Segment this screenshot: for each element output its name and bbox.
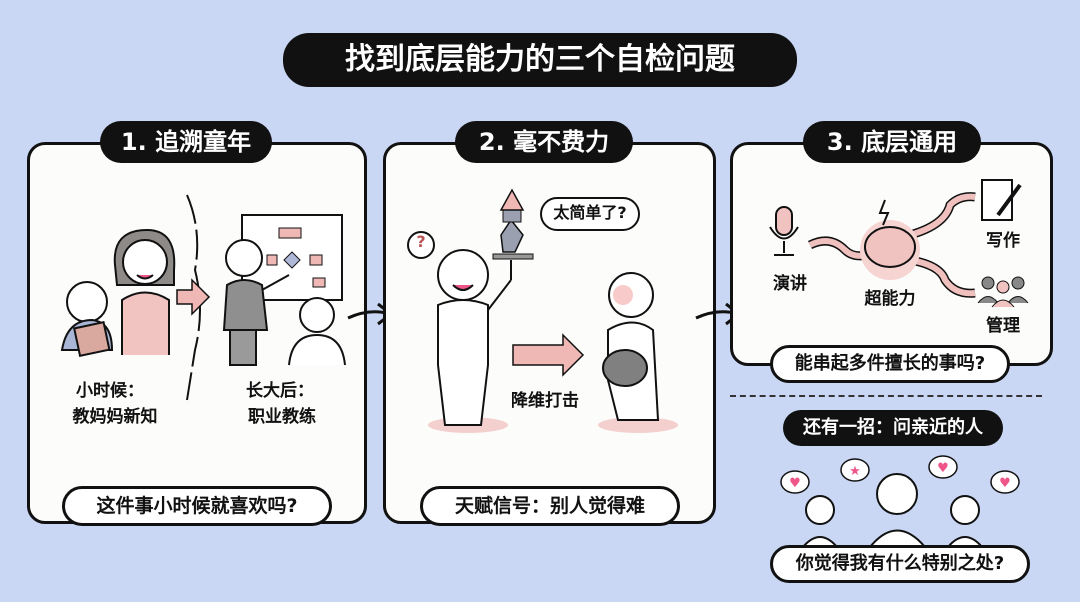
extra-caption: 你觉得我有什么特别之处? (770, 545, 1030, 583)
childhood-heading: 小时候： (76, 381, 144, 401)
star-bubble-icon (840, 458, 870, 482)
adulthood-text: 职业教练 (248, 407, 316, 427)
svg-text:♥: ♥ (937, 461, 949, 476)
heart-bubble-icon (780, 470, 810, 494)
adulthood-heading: 长大后： (246, 381, 314, 401)
extra-tip-label: 还有一招：问亲近的人 (783, 410, 1003, 446)
svg-text:♥: ♥ (999, 476, 1011, 491)
arrow-label: 降维打击 (511, 391, 579, 411)
heart-bubble-icon (990, 470, 1020, 494)
effortless-illustration (407, 188, 678, 433)
panel-2-label: 2. 毫不费力 (455, 121, 633, 163)
superpower-label: 超能力 (864, 289, 916, 309)
panel-3-caption: 能串起多件擅长的事吗? (770, 345, 1010, 383)
panel-3-label: 3. 底层通用 (803, 121, 981, 163)
microphone-icon (775, 206, 793, 236)
skill-management: 管理 (986, 316, 1020, 336)
page-title: 找到底层能力的三个自检问题 (283, 33, 797, 87)
friends-illustration: ♥ ★ ♥ ♥ (780, 455, 1020, 548)
heart-bubble-icon (928, 455, 958, 479)
divider (730, 395, 1042, 397)
panel-1-label: 1. 追溯童年 (100, 121, 272, 163)
mom-face (122, 239, 168, 285)
svg-text:♥: ♥ (789, 476, 801, 491)
skill-writing: 写作 (986, 231, 1020, 251)
question-mark: ? (416, 232, 426, 251)
skill-speaking: 演讲 (773, 274, 807, 294)
brain-network-illustration (769, 179, 1029, 308)
svg-text:★: ★ (849, 464, 861, 479)
question-bubble-icon (407, 231, 435, 259)
childhood-text: 教妈妈新知 (72, 407, 158, 427)
brain-icon (864, 226, 916, 268)
childhood-illustration (60, 194, 346, 401)
panel-1-caption: 这件事小时候就喜欢吗? (62, 486, 332, 526)
speech-bubble: 太简单了? (540, 197, 640, 231)
panel-2-caption: 天赋信号：别人觉得难 (420, 486, 680, 526)
team-icon (977, 276, 1029, 308)
